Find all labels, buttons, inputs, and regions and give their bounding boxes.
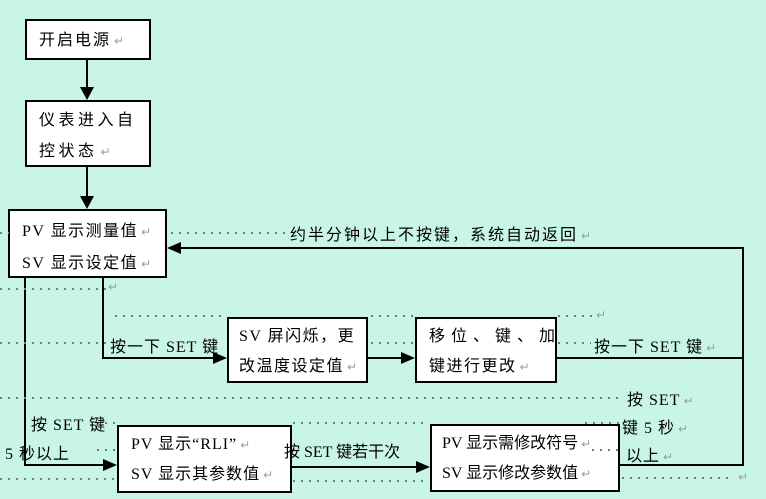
label-press-set-right-line1: 按 SET↵ [627, 392, 694, 409]
dotted-leader [0, 232, 9, 234]
paragraph-mark: ↵ [240, 438, 251, 452]
paragraph-mark: ↵ [108, 280, 119, 294]
box-text: SV 显示设定值 [22, 255, 139, 272]
label-press-set-once-right: 按一下 SET 键↵ [594, 339, 717, 356]
paragraph-mark: ↵ [596, 308, 607, 322]
paragraph-mark: ↵ [581, 229, 592, 243]
connector-line [24, 278, 26, 466]
paragraph-mark: ↵ [581, 437, 592, 451]
box-text: PV 显示测量值 [22, 223, 139, 240]
paragraph-mark: ↵ [141, 225, 152, 239]
arrowhead-right [416, 461, 430, 473]
paragraph-mark: ↵ [663, 450, 674, 464]
dotted-leader [0, 478, 115, 480]
paragraph-mark: ↵ [347, 360, 358, 374]
dotted-leader [0, 397, 624, 399]
connector-line [102, 357, 214, 359]
dotted-leader [371, 342, 413, 344]
paragraph-mark: ↵ [114, 34, 125, 48]
flow-box-power-on: 开启电源↵ [25, 19, 151, 60]
connector-line [368, 357, 402, 359]
dotted-leader [585, 422, 620, 424]
paragraph-mark: ↵ [141, 257, 152, 271]
paragraph-mark: ↵ [678, 422, 689, 436]
connector-line [24, 464, 104, 466]
dotted-leader [115, 315, 226, 317]
connector-line [86, 60, 88, 90]
box-text: 控状态 [39, 143, 98, 160]
box-text: 改温度设定值 [239, 358, 345, 375]
box-text: SV 显示修改参数值 [442, 465, 579, 482]
arrowhead-down [80, 196, 94, 209]
box-text: 键进行更改 [429, 358, 517, 375]
label-press-set-right-line2: 键 5 秒↵ [622, 420, 689, 437]
box-text: SV 显示其参数值 [131, 466, 261, 483]
flow-box-sv-flash: SV 屏闪烁，更 改温度设定值↵ [227, 317, 368, 383]
paragraph-mark: ↵ [519, 360, 530, 374]
flow-box-auto-state: 仪表进入自 控状态↵ [25, 100, 151, 167]
connector-line [180, 247, 744, 249]
arrowhead-right [213, 352, 227, 364]
arrowhead-right [401, 352, 415, 364]
arrowhead-left [167, 242, 181, 254]
label-press-set-several: 按 SET 键若干次 [284, 444, 401, 461]
arrowhead-down [80, 87, 94, 100]
flow-box-shift-add-keys: 移位、键、加 键进行更改↵ [415, 317, 557, 383]
connector-line [292, 466, 417, 468]
dotted-leader [97, 449, 116, 451]
paragraph-mark: ↵ [683, 394, 694, 408]
label-press-set-left-line2: 5 秒以上 [5, 446, 71, 463]
box-text: 移位、键、加 [429, 328, 562, 345]
arrowhead-right [103, 459, 117, 471]
connector-line [557, 357, 744, 359]
dotted-leader [293, 480, 428, 482]
box-text: PV 显示“RLI” [131, 436, 238, 453]
connector-line [620, 464, 744, 466]
flow-box-pv-rli: PV 显示“RLI”↵ SV 显示其参数值↵ [117, 425, 292, 493]
label-press-set-left-line1: 按 SET 键 [31, 417, 107, 434]
paragraph-mark: ↵ [263, 468, 274, 482]
dotted-leader [293, 422, 429, 424]
box-text: SV 屏闪烁，更 [239, 328, 356, 345]
dotted-leader [592, 449, 624, 451]
flow-box-pv-sv-display: PV 显示测量值↵ SV 显示设定值↵ [8, 209, 167, 278]
box-text: PV 显示需修改符号 [442, 435, 579, 452]
dotted-leader [171, 232, 288, 234]
box-text: 开启电源 [39, 32, 112, 49]
flow-box-pv-modify: PV 显示需修改符号↵ SV 显示修改参数值↵ [430, 424, 620, 492]
dotted-leader [97, 422, 116, 424]
label-auto-return: 约半分钟以上不按键，系统自动返回↵ [290, 227, 592, 244]
paragraph-mark: ↵ [738, 470, 749, 484]
connector-line [742, 247, 744, 466]
connector-line [86, 167, 88, 197]
dotted-leader [371, 315, 414, 317]
dotted-leader [0, 288, 106, 290]
label-press-set-right-line3: 以上↵ [626, 448, 674, 465]
label-press-set-once-left: 按一下 SET 键 [110, 339, 220, 356]
connector-line [102, 278, 104, 359]
dotted-leader [558, 315, 592, 317]
dotted-leader [558, 342, 591, 344]
paragraph-mark: ↵ [100, 145, 111, 159]
dotted-leader [622, 477, 734, 479]
box-text: 仪表进入自 [39, 112, 137, 129]
dotted-leader [0, 342, 108, 344]
paragraph-mark: ↵ [706, 341, 717, 355]
paragraph-mark: ↵ [581, 467, 592, 481]
